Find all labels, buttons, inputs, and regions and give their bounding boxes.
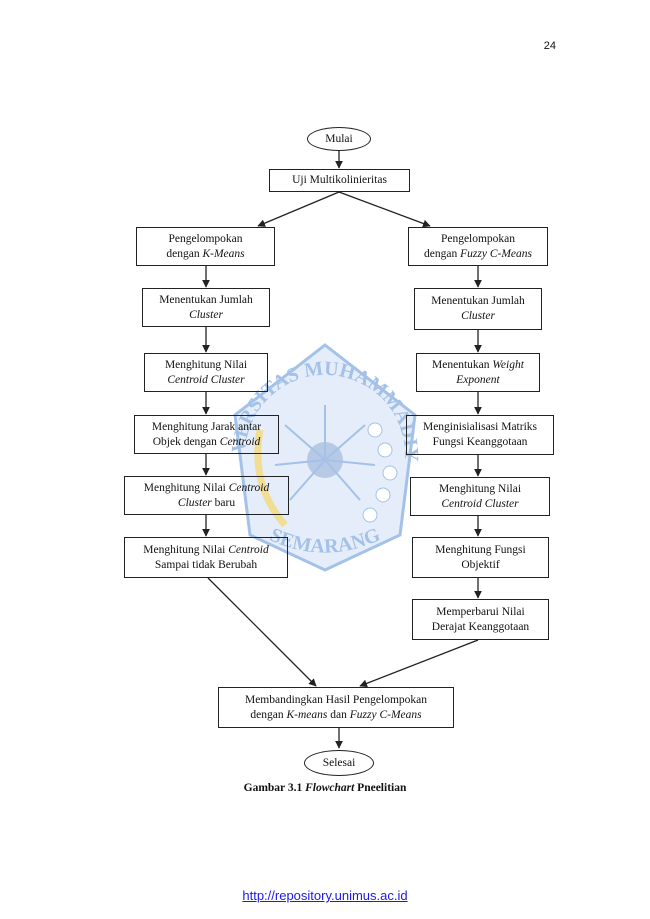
caption-prefix: Gambar 3.1 — [243, 782, 306, 794]
compare-results-line2a: dengan — [250, 708, 287, 721]
new-centroid-line1b: Centroid — [228, 481, 270, 494]
kmeans-clustering-line2a: dengan — [166, 247, 203, 260]
update-membership-node: Memperbarui Nilai Derajat Keanggotaan — [412, 599, 549, 640]
objective-function-node: Menghitung Fungsi Objektif — [412, 537, 549, 578]
left-determine-cluster-line2: Cluster — [189, 308, 223, 321]
compare-results-node: Membandingkan Hasil Pengelompokan dengan… — [218, 687, 454, 728]
update-membership-line1: Memperbarui Nilai — [436, 605, 525, 618]
right-determine-cluster-node: Menentukan Jumlah Cluster — [414, 288, 542, 330]
distance-node: Menghitung Jarak antar Objek dengan Cent… — [134, 415, 279, 454]
compare-results-line2d: Fuzzy C-Means — [349, 708, 422, 721]
right-determine-cluster-line1: Menentukan Jumlah — [431, 295, 525, 307]
fcm-clustering-line2a: dengan — [424, 247, 461, 260]
new-centroid-node: Menghitung Nilai Centroid Cluster baru — [124, 476, 289, 515]
new-centroid-line1a: Menghitung Nilai — [143, 481, 229, 494]
weight-exponent-line1a: Menentukan — [432, 358, 493, 371]
distance-line2a: Objek dengan — [152, 435, 220, 448]
start-node: Mulai — [307, 127, 371, 151]
right-centroid-line1: Menghitung Nilai — [438, 482, 522, 495]
left-centroid-node: Menghitung Nilai Centroid Cluster — [144, 353, 268, 392]
objective-function-line1: Menghitung Fungsi — [435, 543, 526, 556]
right-centroid-node: Menghitung Nilai Centroid Cluster — [410, 477, 550, 516]
distance-line2b: Centroid — [219, 435, 261, 448]
membership-matrix-line2: Fungsi Keanggotaan — [432, 436, 528, 448]
new-centroid-line2a: Cluster — [177, 496, 212, 509]
end-label: Selesai — [322, 757, 356, 769]
centroid-until-stable-line1a: Menghitung Nilai — [143, 543, 229, 556]
right-determine-cluster-line2: Cluster — [461, 310, 495, 322]
repository-link[interactable]: http://repository.unimus.ac.id — [242, 888, 408, 903]
kmeans-clustering-line1: Pengelompokan — [168, 232, 243, 245]
weight-exponent-line1b: Weight — [492, 358, 524, 371]
end-node: Selesai — [304, 750, 374, 776]
kmeans-clustering-line2b: K-Means — [202, 247, 245, 260]
fcm-clustering-line1: Pengelompokan — [440, 232, 516, 245]
fcm-clustering-line2b: Fuzzy C-Means — [460, 247, 532, 260]
left-determine-cluster-node: Menentukan Jumlah Cluster — [142, 288, 270, 327]
multicollinearity-node: Uji Multikolinieritas — [269, 169, 410, 192]
update-membership-line2: Derajat Keanggotaan — [431, 620, 530, 633]
membership-matrix-node: Menginisialisasi Matriks Fungsi Keanggot… — [406, 415, 554, 455]
university-logo-watermark: UNIVERSITAS MUHAMMADIYAH SEMARANG — [215, 335, 422, 572]
objective-function-line2: Objektif — [461, 558, 500, 571]
kmeans-clustering-node: Pengelompokan dengan K-Means — [136, 227, 275, 266]
caption-italic: Flowchart — [305, 782, 355, 794]
figure-caption: Gambar 3.1 Flowchart Pneelitian — [0, 782, 650, 794]
page-number: 24 — [543, 40, 556, 52]
start-label: Mulai — [325, 133, 353, 145]
weight-exponent-node: Menentukan Weight Exponent — [416, 353, 540, 392]
centroid-until-stable-node: Menghitung Nilai Centroid Sampai tidak B… — [124, 537, 288, 578]
centroid-until-stable-line1b: Centroid — [228, 543, 269, 556]
new-centroid-line2b: baru — [211, 496, 236, 509]
right-centroid-line2: Centroid Cluster — [441, 497, 519, 510]
compare-results-line2c: dan — [327, 708, 350, 721]
left-determine-cluster-line1: Menentukan Jumlah — [159, 293, 253, 306]
fcm-clustering-node: Pengelompokan dengan Fuzzy C-Means — [408, 227, 548, 266]
compare-results-line2b: K-means — [286, 708, 328, 721]
membership-matrix-line1: Menginisialisasi Matriks — [422, 421, 538, 433]
caption-suffix: Pneelitian — [354, 782, 407, 794]
left-centroid-line1: Menghitung Nilai — [164, 358, 248, 371]
distance-line1: Menghitung Jarak antar — [151, 420, 262, 433]
left-centroid-line2: Centroid Cluster — [167, 373, 245, 386]
centroid-until-stable-line2: Sampai tidak Berubah — [154, 558, 258, 571]
weight-exponent-line2: Exponent — [456, 373, 500, 386]
multicollinearity-label: Uji Multikolinieritas — [292, 174, 387, 186]
compare-results-line1: Membandingkan Hasil Pengelompokan — [244, 693, 428, 706]
